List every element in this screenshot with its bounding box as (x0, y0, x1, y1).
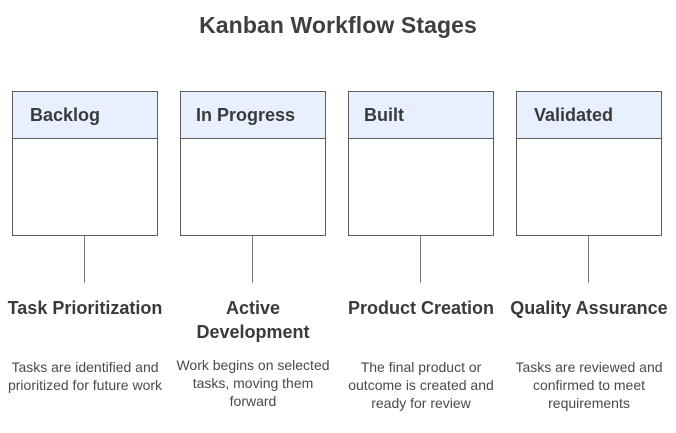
stage-description: Tasks are identified and prioritized for… (7, 359, 163, 393)
stage-description: Work begins on selected tasks, moving th… (176, 357, 330, 409)
stage-description: Tasks are reviewed and confirmed to meet… (515, 359, 663, 411)
stage-built: Built Product Creation The final product… (348, 0, 494, 433)
stage-label: Active Development (196, 298, 310, 342)
stage-card: In Progress (180, 91, 326, 236)
stage-description: The final product or outcome is created … (348, 359, 494, 411)
stage-card: Validated (516, 91, 662, 236)
stage-card: Built (348, 91, 494, 236)
stage-label: Quality Assurance (510, 298, 668, 318)
stage-header: Validated (517, 92, 661, 139)
stage-connector (588, 236, 589, 283)
stage-in-progress: In Progress Active Development Work begi… (176, 0, 330, 433)
stage-connector (84, 236, 85, 283)
stage-header: Backlog (13, 92, 157, 139)
diagram-title: Kanban Workflow Stages (199, 12, 477, 38)
stage-card: Backlog (12, 91, 158, 236)
stage-connector (420, 236, 421, 283)
stage-label: Product Creation (347, 298, 494, 318)
stage-validated: Validated Quality Assurance Tasks are re… (510, 0, 668, 433)
stage-connector (252, 236, 253, 283)
stage-label: Task Prioritization (7, 298, 163, 318)
stage-header: Built (349, 92, 493, 139)
stage-backlog: Backlog Task Prioritization Tasks are id… (8, 0, 162, 433)
stage-header: In Progress (181, 92, 325, 139)
